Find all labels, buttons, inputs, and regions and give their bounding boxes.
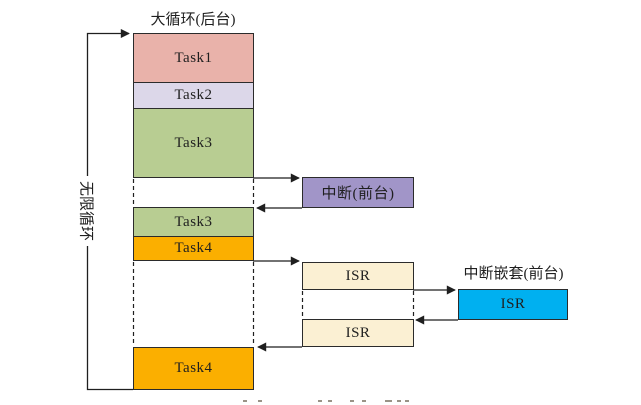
task3-block: Task3 bbox=[133, 108, 254, 178]
task1-block: Task1 bbox=[133, 33, 254, 83]
background-loop-title: 大循环(后台) bbox=[150, 12, 236, 28]
task3-resumed-block: Task3 bbox=[133, 207, 254, 237]
infinite-loop-label: 无限循环 bbox=[76, 175, 98, 247]
interrupt-foreground-block: 中断(前台) bbox=[302, 177, 414, 208]
task2-block: Task2 bbox=[133, 82, 254, 109]
nested-interrupt-title: 中断嵌套(前台) bbox=[463, 266, 564, 282]
nested-isr-block: ISR bbox=[458, 289, 568, 320]
isr-block-1: ISR bbox=[302, 262, 414, 290]
isr-block-2: ISR bbox=[302, 319, 414, 347]
task4-block: Task4 bbox=[133, 236, 254, 261]
task4-resumed-block: Task4 bbox=[133, 347, 254, 390]
